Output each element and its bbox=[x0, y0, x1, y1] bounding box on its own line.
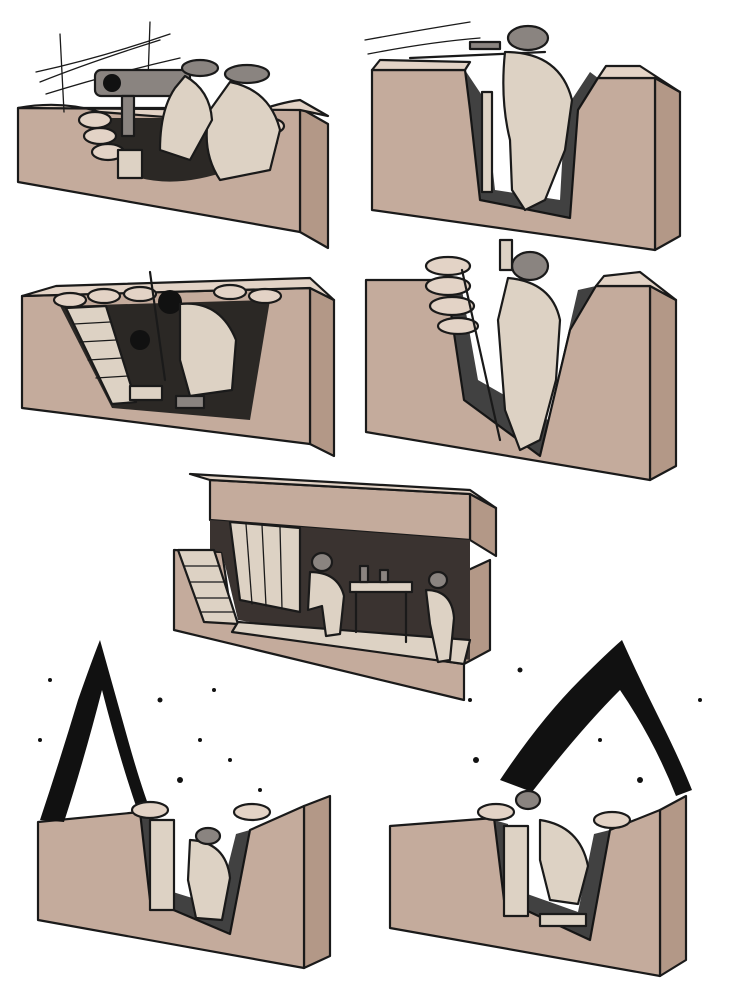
soldiers bbox=[158, 58, 282, 182]
barbed-wire-right bbox=[364, 21, 481, 55]
dugout-back-wall bbox=[228, 520, 302, 614]
machine-gun bbox=[93, 68, 192, 180]
standing-soldier bbox=[424, 570, 456, 664]
barbed-wire bbox=[35, 21, 181, 113]
sandbags-climb bbox=[424, 255, 480, 336]
rifle bbox=[460, 268, 502, 442]
dugout-table bbox=[348, 564, 414, 644]
climbing-soldier bbox=[496, 238, 562, 452]
dugout-floor bbox=[230, 620, 472, 666]
panel-mortar-trench bbox=[20, 270, 336, 458]
panel-explosion-right bbox=[388, 640, 702, 978]
blasted-soldier-right bbox=[476, 789, 632, 928]
panel-soldier-climbing bbox=[364, 238, 678, 482]
panel-explosion-left bbox=[36, 640, 332, 970]
mortar-crew bbox=[128, 270, 238, 410]
shell-blast-left bbox=[38, 640, 262, 822]
panel-machine-gun-nest bbox=[16, 21, 330, 250]
sandbags-mortar bbox=[52, 283, 283, 309]
seated-soldier bbox=[306, 551, 346, 638]
shell-blast-right bbox=[468, 640, 702, 796]
sniper-soldier bbox=[502, 24, 574, 212]
sheltering-soldier-left bbox=[130, 800, 272, 922]
trench-revetment bbox=[480, 90, 494, 194]
panel-dugout bbox=[172, 472, 498, 702]
duckboard-wall bbox=[64, 304, 138, 406]
panel-sniper-post bbox=[364, 21, 682, 252]
